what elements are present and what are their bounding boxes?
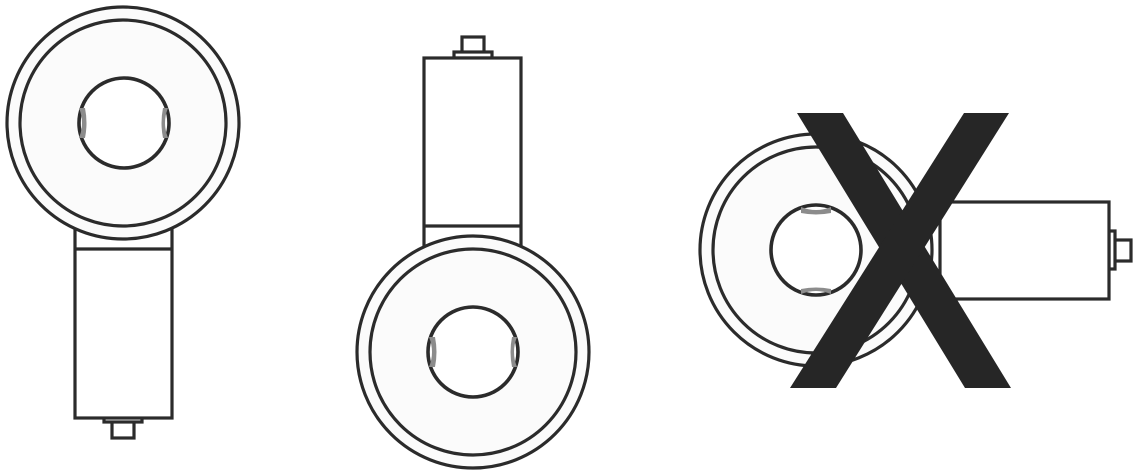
orientation-figure-2 xyxy=(355,35,591,470)
ring-housing-icon xyxy=(355,234,591,470)
orientation-figure-3 xyxy=(698,113,1133,388)
cylinder-body-icon xyxy=(422,56,523,250)
cross-x-icon xyxy=(790,113,1011,388)
ring-housing-icon xyxy=(5,5,241,241)
cylinder-body-icon xyxy=(73,224,174,420)
orientation-figure-1 xyxy=(5,5,241,440)
grip-pad-icon xyxy=(79,108,168,138)
grip-pad-icon xyxy=(429,337,517,367)
connector-icon xyxy=(452,35,494,60)
connector-icon xyxy=(1107,229,1133,271)
grip-pad-icon xyxy=(801,207,831,294)
